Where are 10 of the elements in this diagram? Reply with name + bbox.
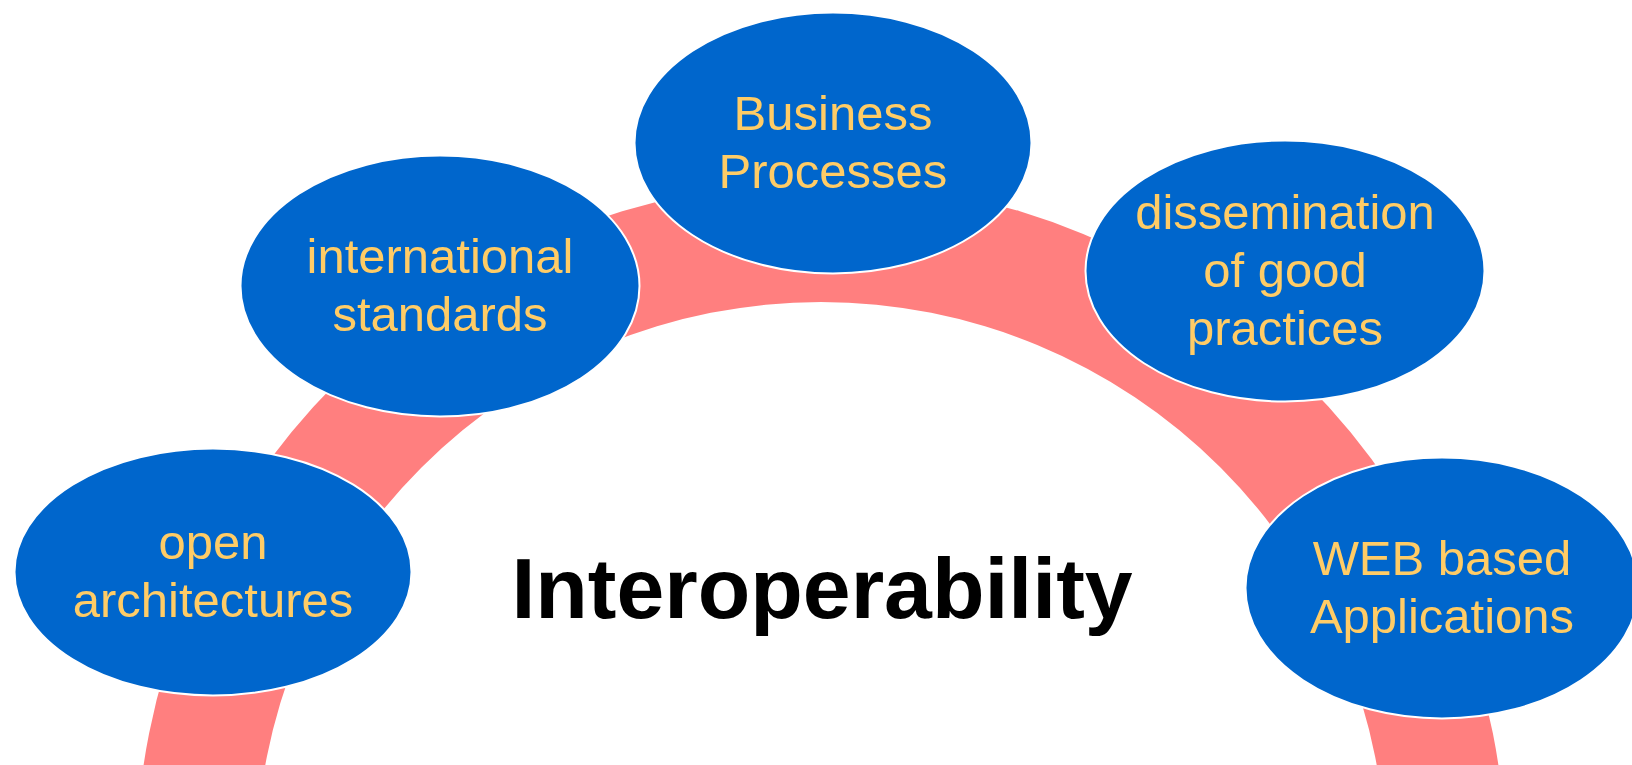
node-label: Business Processes bbox=[717, 85, 949, 200]
ellipse-node bbox=[1084, 139, 1486, 403]
ellipse-node bbox=[239, 154, 641, 418]
node-label: WEB based Applications bbox=[1308, 530, 1576, 645]
node-label: open architectures bbox=[71, 514, 355, 629]
center-heading: Interoperability bbox=[511, 538, 1133, 638]
node-label: dissemination of good practices bbox=[1134, 184, 1436, 357]
node-label: international standards bbox=[305, 228, 575, 343]
ellipse-node bbox=[633, 11, 1033, 275]
ellipse-node bbox=[13, 447, 413, 697]
